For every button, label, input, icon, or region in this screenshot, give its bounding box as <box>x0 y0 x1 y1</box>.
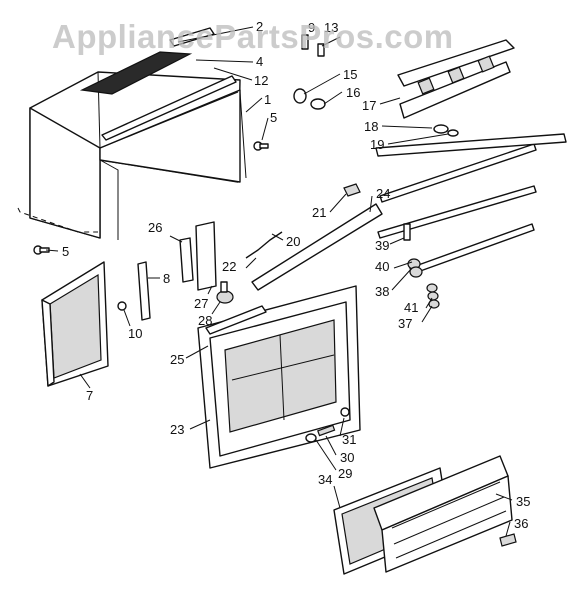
callout-12: 12 <box>254 73 268 88</box>
callout-37: 37 <box>398 316 412 331</box>
callout-5: 5 <box>62 244 69 259</box>
callout-29: 29 <box>338 466 352 481</box>
callout-38: 38 <box>375 284 389 299</box>
callout-7: 7 <box>86 388 93 403</box>
callout-28: 28 <box>198 313 212 328</box>
vent-bar-part <box>251 203 383 291</box>
control-plate-part <box>195 221 217 291</box>
mounting-outline <box>17 207 98 233</box>
wire-part <box>245 231 283 259</box>
screw-icon <box>305 407 350 443</box>
callout-18: 18 <box>364 119 378 134</box>
callout-40: 40 <box>375 259 389 274</box>
leader-lines <box>45 26 513 537</box>
callout-17: 17 <box>362 98 376 113</box>
cabinet-part <box>29 71 247 240</box>
callout-8: 8 <box>163 271 170 286</box>
side-rail-part <box>375 133 567 275</box>
callout-21: 21 <box>312 205 326 220</box>
bracket-part <box>179 237 194 283</box>
callout-labels: 1 2 4 5 5 7 8 9 10 12 13 15 16 17 18 19 … <box>62 19 530 531</box>
callout-19: 19 <box>370 137 384 152</box>
support-bar-part <box>137 261 151 321</box>
callout-4: 4 <box>256 54 263 69</box>
callout-13: 13 <box>324 20 338 35</box>
callout-39: 39 <box>375 238 389 253</box>
callout-22: 22 <box>222 259 236 274</box>
screw-icon <box>33 245 50 255</box>
callout-35: 35 <box>516 494 530 509</box>
spring-icon <box>403 223 440 309</box>
callout-34: 34 <box>318 472 332 487</box>
clip-part <box>293 34 326 110</box>
front-frame-part <box>197 285 361 469</box>
callout-30: 30 <box>340 450 354 465</box>
filter-clip-part <box>499 533 517 547</box>
callout-23: 23 <box>170 422 184 437</box>
fastener-icon <box>117 301 127 311</box>
callout-31: 31 <box>342 432 356 447</box>
filter-part <box>373 455 513 573</box>
screw-icon <box>253 141 269 151</box>
callout-1: 1 <box>264 92 271 107</box>
callout-16: 16 <box>346 85 360 100</box>
callout-20: 20 <box>286 234 300 249</box>
callout-25: 25 <box>170 352 184 367</box>
callout-10: 10 <box>128 326 142 341</box>
callout-24: 24 <box>376 186 390 201</box>
callout-2: 2 <box>256 19 263 34</box>
top-bracket-part <box>397 39 515 137</box>
callout-15: 15 <box>343 67 357 82</box>
clip-part <box>343 183 361 197</box>
callout-27: 27 <box>194 296 208 311</box>
callout-26: 26 <box>148 220 162 235</box>
callout-5: 5 <box>270 110 277 125</box>
callout-41: 41 <box>404 300 418 315</box>
knob-icon <box>216 281 234 304</box>
top-rail-part <box>79 27 237 141</box>
callout-36: 36 <box>514 516 528 531</box>
callout-9: 9 <box>308 20 315 35</box>
side-curtain-part <box>41 261 109 387</box>
